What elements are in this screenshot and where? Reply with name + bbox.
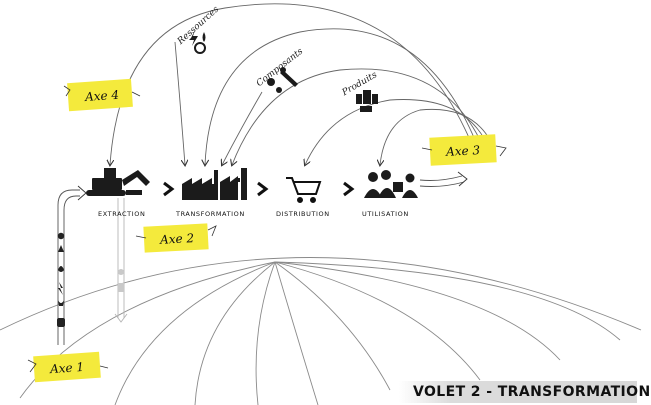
cart-icon xyxy=(286,177,322,203)
axe1-label: Axe 1 xyxy=(49,360,85,376)
section-title-bar: VOLET 2 - TRANSFORMATION xyxy=(399,381,650,403)
composants-icon xyxy=(267,67,298,93)
stage-transformation-label: TRANSFORMATION xyxy=(175,210,245,218)
axe3-highlight xyxy=(421,134,507,166)
stage-extraction-label: EXTRACTION xyxy=(98,210,145,218)
axe4-highlight xyxy=(63,78,141,112)
axe1-highlight xyxy=(27,351,109,383)
globe-arcs xyxy=(0,257,642,405)
axe1-icons xyxy=(57,232,65,327)
section-title: VOLET 2 - TRANSFORMATION xyxy=(413,384,651,400)
chevron-2-icon xyxy=(257,181,269,197)
stage-distribution-label: DISTRIBUTION xyxy=(276,210,330,218)
factory-icon xyxy=(182,168,247,200)
produits-icon xyxy=(356,90,378,112)
chevron-3-icon xyxy=(343,181,355,197)
axe2-label: Axe 2 xyxy=(159,231,195,247)
composants-label: Composants xyxy=(255,46,306,89)
chevron-1-icon xyxy=(163,181,175,197)
stage-utilisation-label: UTILISATION xyxy=(362,210,409,218)
ressources-icon xyxy=(189,30,206,54)
utilisation-exit xyxy=(419,171,468,187)
axe2-highlight xyxy=(135,223,217,253)
users-icon xyxy=(364,170,418,198)
excavator-icon xyxy=(86,168,150,196)
axe4-label: Axe 4 xyxy=(84,88,120,104)
ressources-label: Ressources xyxy=(175,4,221,47)
axe3-label: Axe 3 xyxy=(445,143,481,159)
waste-flow xyxy=(114,198,128,323)
